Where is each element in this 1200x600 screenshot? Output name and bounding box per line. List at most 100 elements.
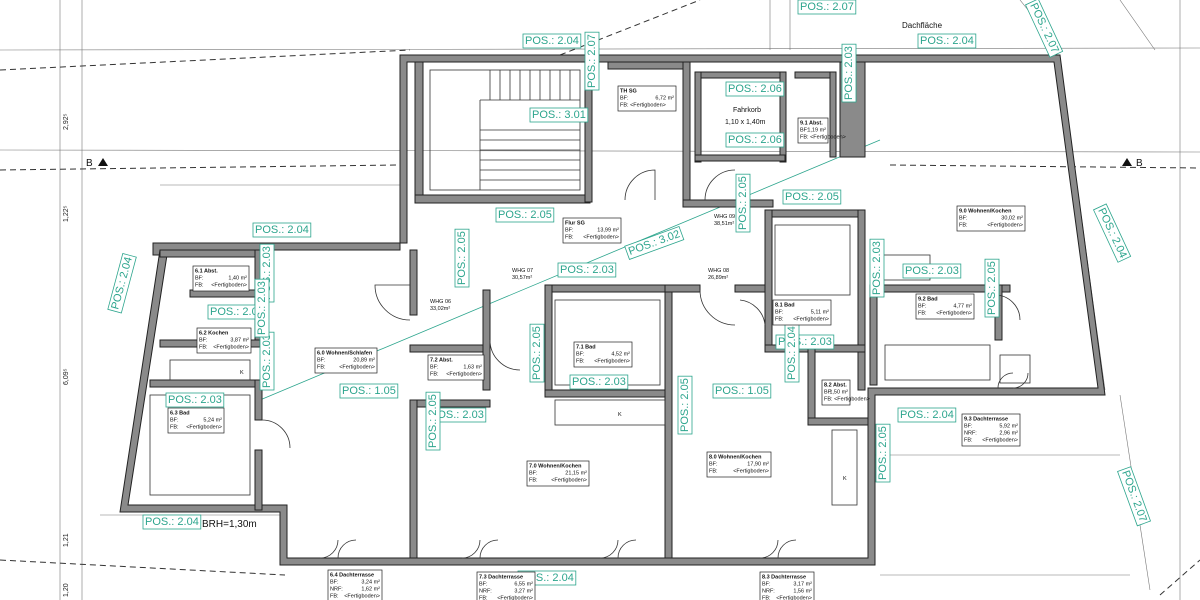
pos-label-text: POS.: 2.03 [905, 265, 959, 277]
pos-label: POS.: 2.05 [454, 228, 470, 288]
room-title: 7.2 Abst. [430, 358, 453, 364]
pos-label-box [1092, 203, 1132, 263]
pos-label: POS.: 2.05 [735, 173, 751, 233]
pos-label-box [425, 391, 441, 451]
room-title: 6.1 Abst. [195, 269, 218, 275]
pos-label-box [107, 253, 137, 314]
pos-label-text: POS.: 2.05 [531, 326, 543, 380]
room-row-value: <Fertigboden> [793, 317, 829, 323]
pos-label-text: POS.: 2.04 [920, 35, 974, 47]
room-row-key: BF: [964, 424, 973, 430]
pos-label-box [897, 407, 957, 423]
room-label-frame [573, 341, 633, 368]
pos-label-box [725, 132, 785, 148]
room-row-key: BF: [762, 582, 771, 588]
room-row-value: 5,11 m² [811, 310, 829, 316]
room-row-key: NRF: [964, 431, 977, 437]
room-label-frame [192, 265, 250, 292]
room-row-key: FB: <Fertigboden> [620, 103, 666, 109]
room-label-frame [562, 217, 622, 244]
pos-label-text: POS.: 1.05 [715, 385, 769, 397]
room-row-key: FB: [170, 425, 179, 431]
room-title: 7.0 Wohnen/Kochen [529, 464, 582, 470]
pos-label: POS.: 2.05 [984, 258, 1000, 318]
room-row-value: <Fertigboden> [936, 311, 972, 317]
pos-label-box [624, 226, 685, 260]
room-row-value: 6,72 m² [655, 96, 674, 102]
room-row-key: FB: [330, 594, 339, 600]
room-row-value: <Fertigboden> [551, 478, 587, 484]
room-label-frame [526, 460, 590, 487]
room-title: 6.3 Bad [170, 411, 190, 417]
pos-label: POS.: 2.03 [841, 43, 857, 103]
pos-label-text: POS.: 2.05 [785, 191, 839, 203]
room-label-frame [772, 299, 832, 326]
room-label-frame [821, 379, 851, 406]
pos-label-box [1024, 0, 1064, 58]
pos-label-text: POS.: 2.05 [427, 394, 439, 448]
room-row-value: 1,19 m² [807, 128, 826, 134]
pos-label: POS.: 2.03 [427, 407, 487, 423]
dim-2: 1,22⁵ [63, 205, 70, 222]
room-title: 7.3 Dachterrasse [479, 575, 523, 581]
svg-text:K: K [843, 476, 847, 482]
room-row-value: <Fertigboden> [344, 594, 380, 600]
pos-label-text: POS.: 2.03 [871, 241, 883, 295]
room-row-value: 5,92 m² [999, 424, 1018, 430]
pos-label: POS.: 2.04 [897, 407, 957, 423]
pos-label: POS.: 2.04 [1092, 203, 1132, 263]
room-row-value: 2,96 m² [999, 431, 1018, 437]
room-row-value: <Fertigboden> [446, 372, 482, 378]
room-title: 8.1 Bad [775, 303, 795, 309]
pos-label: POS.: 2.04 [917, 33, 977, 49]
pos-label-text: POS.: 2.03 [430, 409, 484, 421]
room-row-key: FB: [430, 372, 439, 378]
room-row-value: 5,24 m² [203, 418, 222, 424]
room-row-value: <Fertigboden> [733, 469, 769, 475]
room-row-key: BF: [317, 358, 326, 364]
room-label-frame [314, 347, 378, 374]
room-title: 8.0 Wohnen/Kochen [709, 455, 762, 461]
room-row-value: 1,50 m² [829, 390, 848, 396]
room-row-key: BF: [170, 418, 179, 424]
pos-label-box [529, 323, 545, 383]
svg-text:K: K [618, 412, 622, 418]
brh-label: BRH=1,30m [202, 519, 257, 530]
room-row-value: 1,40 m² [228, 276, 247, 282]
pos-label-box [984, 258, 1000, 318]
pos-label: POS.: 2.04 [522, 33, 582, 49]
pos-label-text: POS.: 2.05 [737, 176, 749, 230]
room-row-key: FB: [918, 311, 927, 317]
dim-3: 6,09⁵ [63, 368, 70, 385]
pos-label: POS.: 2.03 [557, 262, 617, 278]
pos-label-text: POS.: 2.05 [679, 378, 691, 432]
pos-label-box [797, 0, 857, 15]
room-title: 8.3 Dachterrasse [762, 575, 806, 581]
pos-label-text: POS.: 2.04 [145, 516, 199, 528]
room-label-frame [167, 407, 225, 434]
pos-label-box [522, 33, 582, 49]
pos-label-box [725, 81, 785, 97]
dim-5: 1,20 [63, 583, 70, 597]
room-label-frame [706, 451, 772, 478]
pos-label-box [142, 514, 202, 530]
pos-label: POS.: 3.01 [529, 107, 589, 123]
pos-label: POS.: 2.05 [425, 391, 441, 451]
room-row-key: BF: [620, 96, 629, 102]
pos-label-text: POS.: 2.07 [800, 1, 854, 13]
room-row-value: <Fertigboden> [776, 596, 812, 600]
pos-label-text: POS.: 2.03 [261, 334, 273, 388]
room-row-key: BF: [918, 304, 927, 310]
room-row-key: BF: [330, 580, 339, 586]
room-row-key: BF: [824, 390, 833, 396]
pos-label: POS.: 2.04 [142, 514, 202, 530]
room-row-value: 4,77 m² [953, 304, 972, 310]
